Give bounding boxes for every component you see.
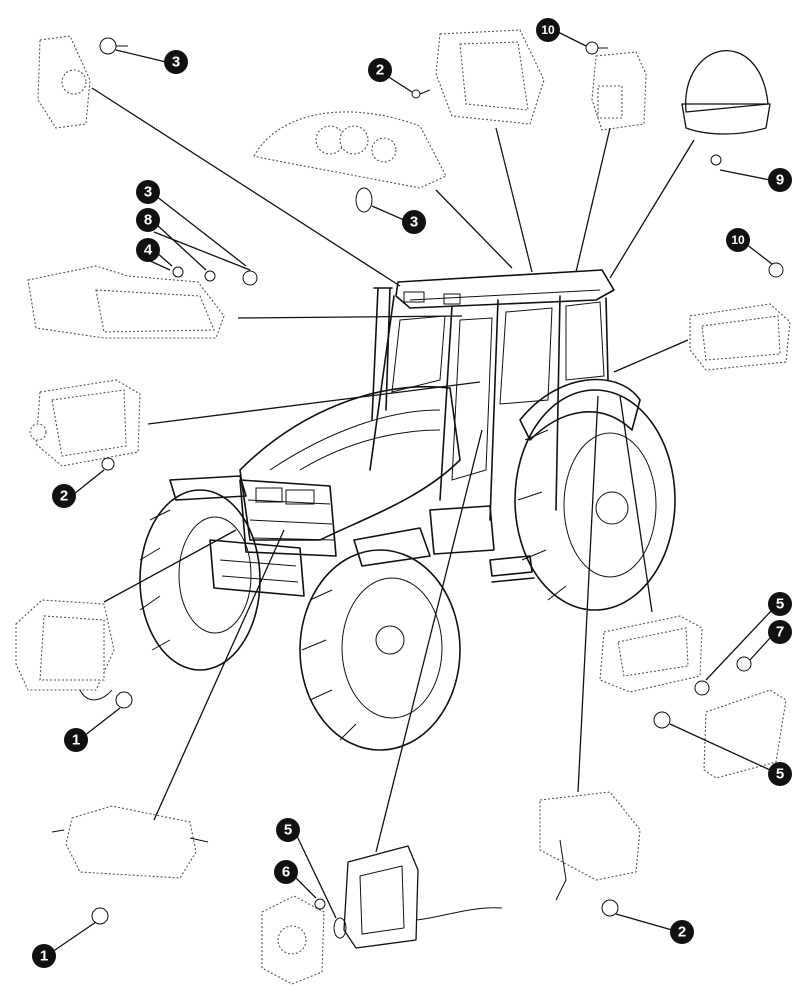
callout-number: 3 — [144, 184, 152, 201]
rear-tail-lamp-right — [599, 615, 787, 779]
cab-worklamp-left — [29, 379, 141, 467]
callout-marker: 3 — [136, 180, 247, 267]
callout-marker: 9 — [719, 168, 792, 192]
callout-marker: 7 — [749, 620, 792, 661]
callout-marker: 5 — [669, 723, 792, 786]
callout-number: 9 — [776, 172, 784, 189]
callout-number: 10 — [541, 23, 555, 37]
side-marker-lamp-top-left — [37, 35, 91, 129]
indicator-lamp-bottom-left — [261, 895, 325, 985]
callout-number: 5 — [284, 822, 292, 839]
rear-combination-lamp-left — [27, 265, 225, 339]
callout-marker: 6 — [274, 860, 317, 899]
callout-marker: 1 — [32, 921, 97, 968]
callout-number: 6 — [282, 864, 290, 881]
callout-marker: 3 — [371, 205, 426, 234]
callout-number: 7 — [776, 624, 784, 641]
rotating-beacon — [681, 50, 771, 135]
callout-number: 5 — [776, 766, 784, 783]
rear-worklamp-right — [689, 303, 791, 371]
callout-marker: 10 — [726, 228, 773, 265]
callout-number: 2 — [376, 62, 384, 79]
callout-number: 2 — [678, 924, 686, 941]
callout-marker: 2 — [368, 58, 413, 93]
front-headlight-assembly — [253, 111, 447, 189]
callout-number: 4 — [144, 242, 153, 259]
callout-number: 2 — [60, 488, 68, 505]
callout-number: 3 — [172, 54, 180, 71]
roof-marker-lamp-top — [591, 51, 647, 131]
callout-number: 1 — [72, 732, 80, 749]
callout-markers: 3 2 10 9 3 3 8 — [32, 18, 792, 968]
callout-number: 10 — [731, 233, 745, 247]
callout-number: 3 — [410, 214, 418, 231]
callout-number: 1 — [40, 948, 48, 965]
front-worklamp-lower-left — [15, 599, 115, 701]
tractor-illustration — [139, 269, 676, 751]
mirror-worklamp-bottom-right — [539, 791, 641, 901]
callout-marker: 4 — [136, 238, 173, 267]
headlamp-bottom-left — [51, 805, 209, 879]
callout-marker: 5 — [276, 818, 337, 919]
callout-marker: 2 — [615, 913, 694, 944]
bulb-icons — [91, 37, 784, 939]
callout-number: 8 — [144, 212, 152, 229]
callout-marker: 5 — [705, 592, 792, 681]
leader-lines — [91, 87, 695, 853]
worklamp-top-center — [435, 29, 545, 125]
callout-marker: 10 — [536, 18, 587, 47]
callout-marker: 1 — [64, 707, 121, 752]
callout-number: 5 — [776, 596, 784, 613]
callout-marker: 2 — [52, 469, 105, 508]
callout-marker: 3 — [115, 49, 188, 74]
callout-marker: 8 — [136, 208, 207, 271]
licence-plate-lamp — [343, 845, 503, 949]
